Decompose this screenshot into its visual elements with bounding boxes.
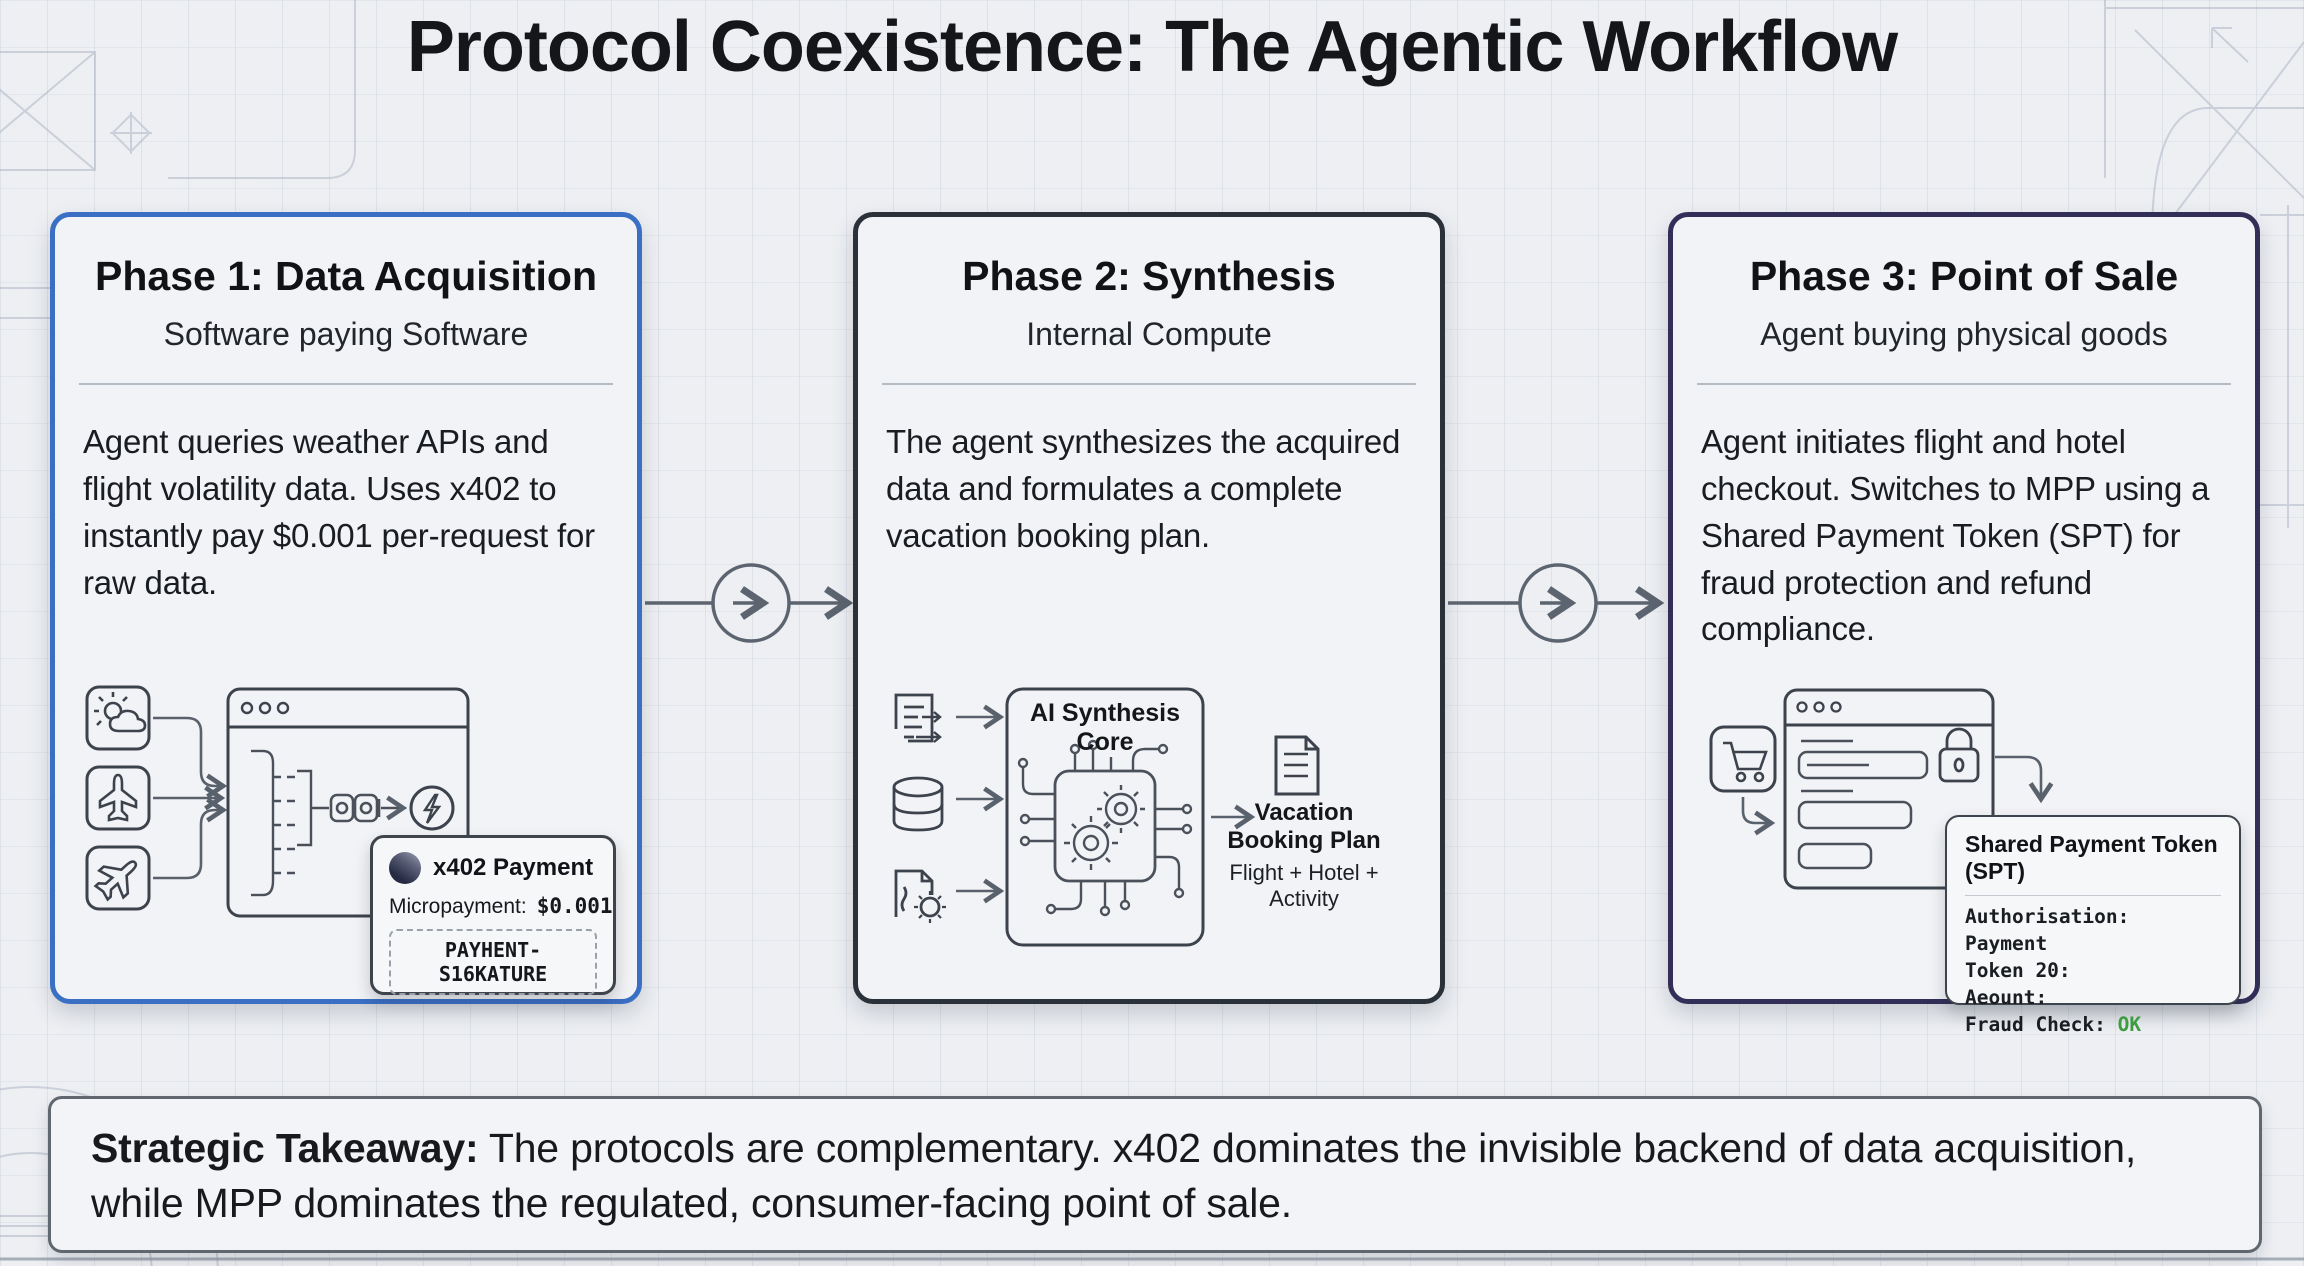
takeaway-bar: Strategic Takeaway: The protocols are co…	[48, 1096, 2262, 1253]
phase3-body: Agent initiates flight and hotel checkou…	[1701, 423, 2210, 648]
phase-card-2: Phase 2: Synthesis Internal Compute The …	[853, 212, 1445, 1004]
phase3-title: Phase 3: Point of Sale	[1749, 253, 2179, 299]
sun-cloud-glyph	[94, 692, 147, 733]
connector-1	[645, 563, 854, 643]
divider	[882, 383, 1416, 385]
flow-tree	[251, 749, 329, 897]
output-title: Vacation Booking Plan	[1227, 799, 1381, 854]
page-title: Protocol Coexistence: The Agentic Workfl…	[406, 7, 1898, 87]
weather-icon	[85, 685, 151, 751]
payment-signature: PAYHENT-S16KATURE	[389, 929, 597, 995]
core-title: AI Synthesis Core	[1029, 699, 1181, 756]
phase-card-3: Phase 3: Point of Sale Agent buying phys…	[1668, 212, 2260, 1036]
divider	[1965, 895, 2221, 896]
fraud-ok-value: OK	[2117, 1012, 2142, 1036]
chip-gears-icon	[1017, 739, 1193, 917]
phase1-illustration: x402 Payment Micropayment: $0.001 PAYHENT…	[75, 659, 627, 1004]
x402-logo-icon	[389, 852, 421, 884]
connector-2	[1448, 563, 1665, 643]
doc-gear-icon	[894, 869, 946, 923]
phase1-title: Phase 1: Data Acquisition	[95, 253, 597, 299]
phase3-subtitle: Agent buying physical goods	[1760, 316, 2168, 352]
takeaway-label: Strategic Takeaway:	[91, 1125, 479, 1171]
phase3-illustration: Shared Payment Token (SPT) Authorisation…	[1693, 659, 2245, 1036]
phase2-illustration: AI Synthesis Core Vacation Booking Plan …	[878, 659, 1430, 1004]
phase2-title: Phase 2: Synthesis	[962, 253, 1336, 299]
plane-up-glyph	[98, 773, 138, 822]
data-acquisition-diagram	[85, 685, 470, 918]
phase2-body: The agent synthesizes the acquired data …	[886, 423, 1401, 554]
database-icon	[892, 776, 944, 832]
plane-tilt-glyph	[93, 860, 138, 902]
output-doc-icon	[1274, 735, 1320, 796]
doc-list-icon	[894, 693, 942, 743]
phase2-subtitle: Internal Compute	[1026, 316, 1272, 352]
divider	[1697, 383, 2231, 385]
spt-line: Aeount:	[1965, 985, 2048, 1009]
api-window	[226, 687, 470, 918]
output-subtitle: Flight + Hotel + Activity	[1229, 860, 1379, 912]
x402-popup: x402 Payment Micropayment: $0.001 PAYHENT…	[370, 835, 616, 995]
window-dots	[240, 701, 290, 715]
spt-line: Authorisation: Payment	[1965, 905, 2130, 955]
window-dots	[1796, 701, 1842, 713]
payment-chip-glyph	[329, 793, 408, 823]
spt-popup: Shared Payment Token (SPT) Authorisation…	[1945, 815, 2241, 1036]
checkout-diagram	[1709, 688, 2054, 890]
output-label: Vacation Booking Plan Flight + Hotel + A…	[1214, 799, 1394, 912]
checkout-form	[1797, 739, 1929, 870]
synthesis-diagram	[892, 687, 1320, 947]
divider	[79, 383, 613, 385]
phase1-subtitle: Software paying Software	[163, 316, 529, 352]
phase-card-1: Phase 1: Data Acquisition Software payin…	[50, 212, 642, 1004]
takeaway-text: The protocols are complementary. x402 do…	[91, 1125, 2137, 1226]
jet-icon	[85, 845, 151, 911]
synthesis-core-box	[1005, 687, 1205, 947]
micropayment-label: Micropayment:	[389, 895, 527, 918]
lightning-icon	[409, 785, 455, 831]
lock-icon	[1938, 727, 1980, 783]
x402-popup-title: x402 Payment	[433, 854, 594, 881]
micropayment-value: $0.001	[536, 894, 613, 918]
checkout-window	[1783, 688, 1995, 890]
phase1-body: Agent queries weather APIs and flight vo…	[83, 423, 595, 601]
cart-icon	[1709, 725, 1777, 793]
plane-icon	[85, 765, 151, 831]
spt-title: Shared Payment Token (SPT)	[1965, 831, 2218, 884]
spt-line: Token 20:	[1965, 958, 2071, 982]
fraud-check-line: Fraud Check: OK	[1965, 1012, 2142, 1036]
